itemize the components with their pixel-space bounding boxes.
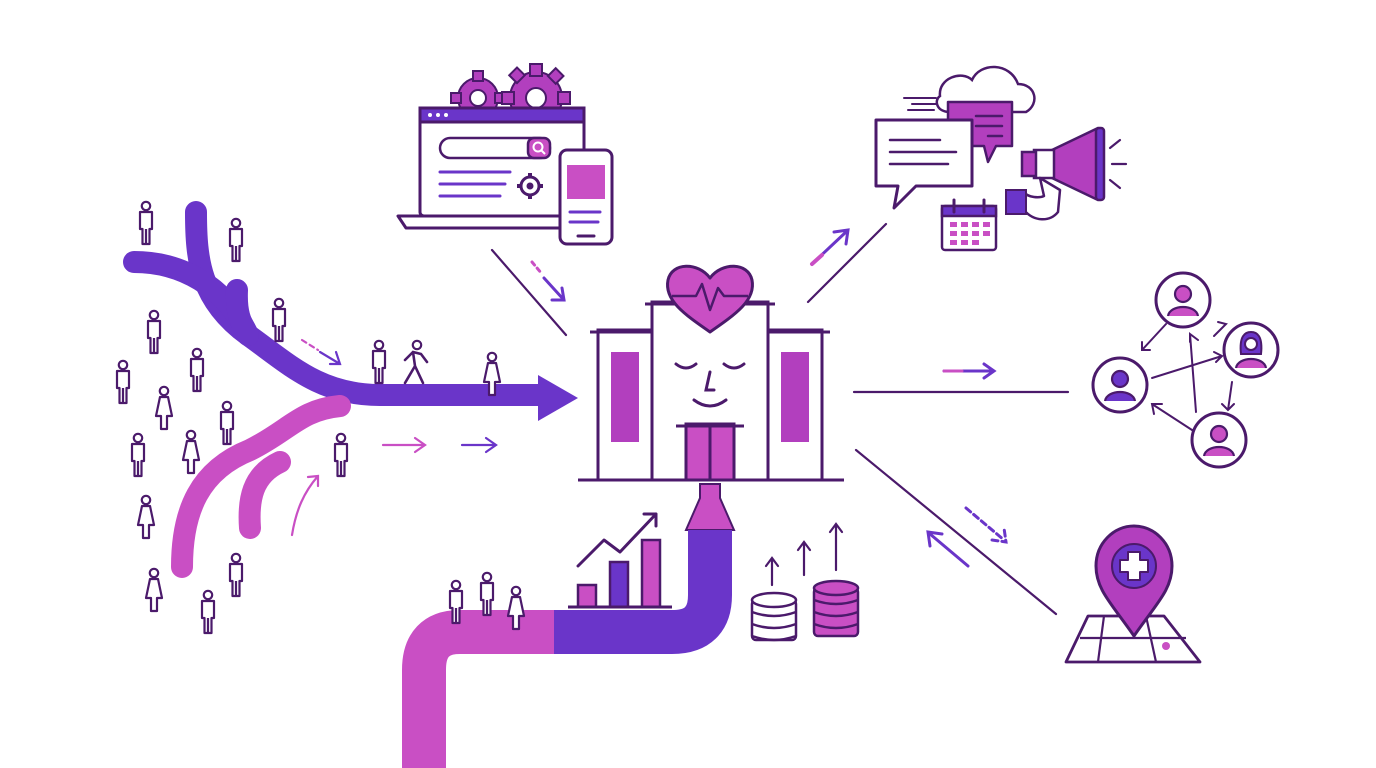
walking-person-icon <box>403 339 429 385</box>
user-avatar-icon <box>1190 411 1248 469</box>
magenta-flow-main <box>171 395 351 578</box>
incoming-patient-flow <box>123 201 578 578</box>
search-bar-icon <box>438 136 552 160</box>
coin-stack-icon <box>750 522 860 642</box>
arrow-icon <box>290 474 320 537</box>
user-avatar-icon <box>1222 321 1280 379</box>
map-pin-medical-icon <box>1094 524 1174 638</box>
bar-chart-icon <box>568 512 672 609</box>
smartphone-icon <box>558 148 614 246</box>
megaphone-icon <box>1005 126 1128 221</box>
gear-icon <box>517 173 543 199</box>
speech-bubble-icon <box>874 118 974 210</box>
magenta-flow-branch <box>238 451 291 539</box>
heart-pulse-icon <box>666 264 754 334</box>
user-avatar-icon <box>1091 356 1149 414</box>
smiling-face <box>674 362 746 408</box>
outgoing-patient-flow <box>402 483 736 768</box>
arrow-icon <box>381 436 427 454</box>
digital-channels <box>396 63 614 246</box>
arrow-icon <box>318 350 342 366</box>
flow-arrows-left <box>290 338 498 537</box>
user-avatar-icon <box>1154 271 1212 329</box>
communication-channels <box>874 65 1128 252</box>
violet-flow-branch-right <box>225 279 259 346</box>
referral-network <box>1091 271 1280 469</box>
connector-lines-right <box>806 222 1070 616</box>
patient-crowd <box>115 200 502 635</box>
hospital-building-icon <box>578 264 844 482</box>
arrow-icon <box>460 436 498 454</box>
calendar-icon <box>940 198 998 252</box>
arrow-icon <box>300 338 320 352</box>
location-services <box>1064 524 1202 664</box>
violet-flow-arrowhead <box>538 375 578 421</box>
connector-lines-top-left <box>490 248 568 337</box>
